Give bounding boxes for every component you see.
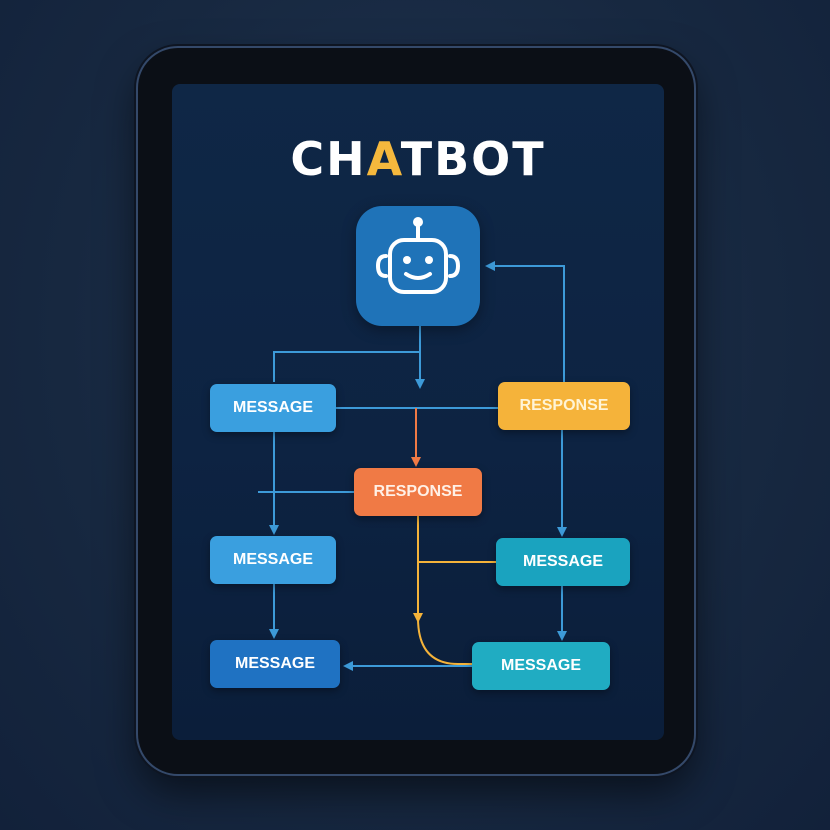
message-node-2: MESSAGE — [210, 536, 336, 584]
response-node-2: RESPONSE — [354, 468, 482, 516]
response-node-1: RESPONSE — [498, 382, 630, 430]
connector-response-1-to-bot — [485, 261, 565, 382]
message-node-1: MESSAGE — [210, 384, 336, 432]
title-part-1: CH — [290, 132, 367, 186]
title-accent-letter: A — [366, 132, 401, 186]
page-title: CHATBOT — [172, 132, 664, 186]
flow-connectors — [258, 261, 567, 671]
message-node-5: MESSAGE — [472, 642, 610, 690]
connector-yellow-curve — [417, 617, 472, 665]
message-node-3: MESSAGE — [496, 538, 630, 586]
robot-icon — [375, 217, 461, 294]
title-part-2: TBOT — [400, 132, 546, 186]
tablet-screen: CHATBOT — [172, 84, 664, 740]
connector-bot-to-message-1 — [273, 351, 420, 382]
message-node-4: MESSAGE — [210, 640, 340, 688]
chatbot-avatar-tile — [356, 206, 480, 326]
